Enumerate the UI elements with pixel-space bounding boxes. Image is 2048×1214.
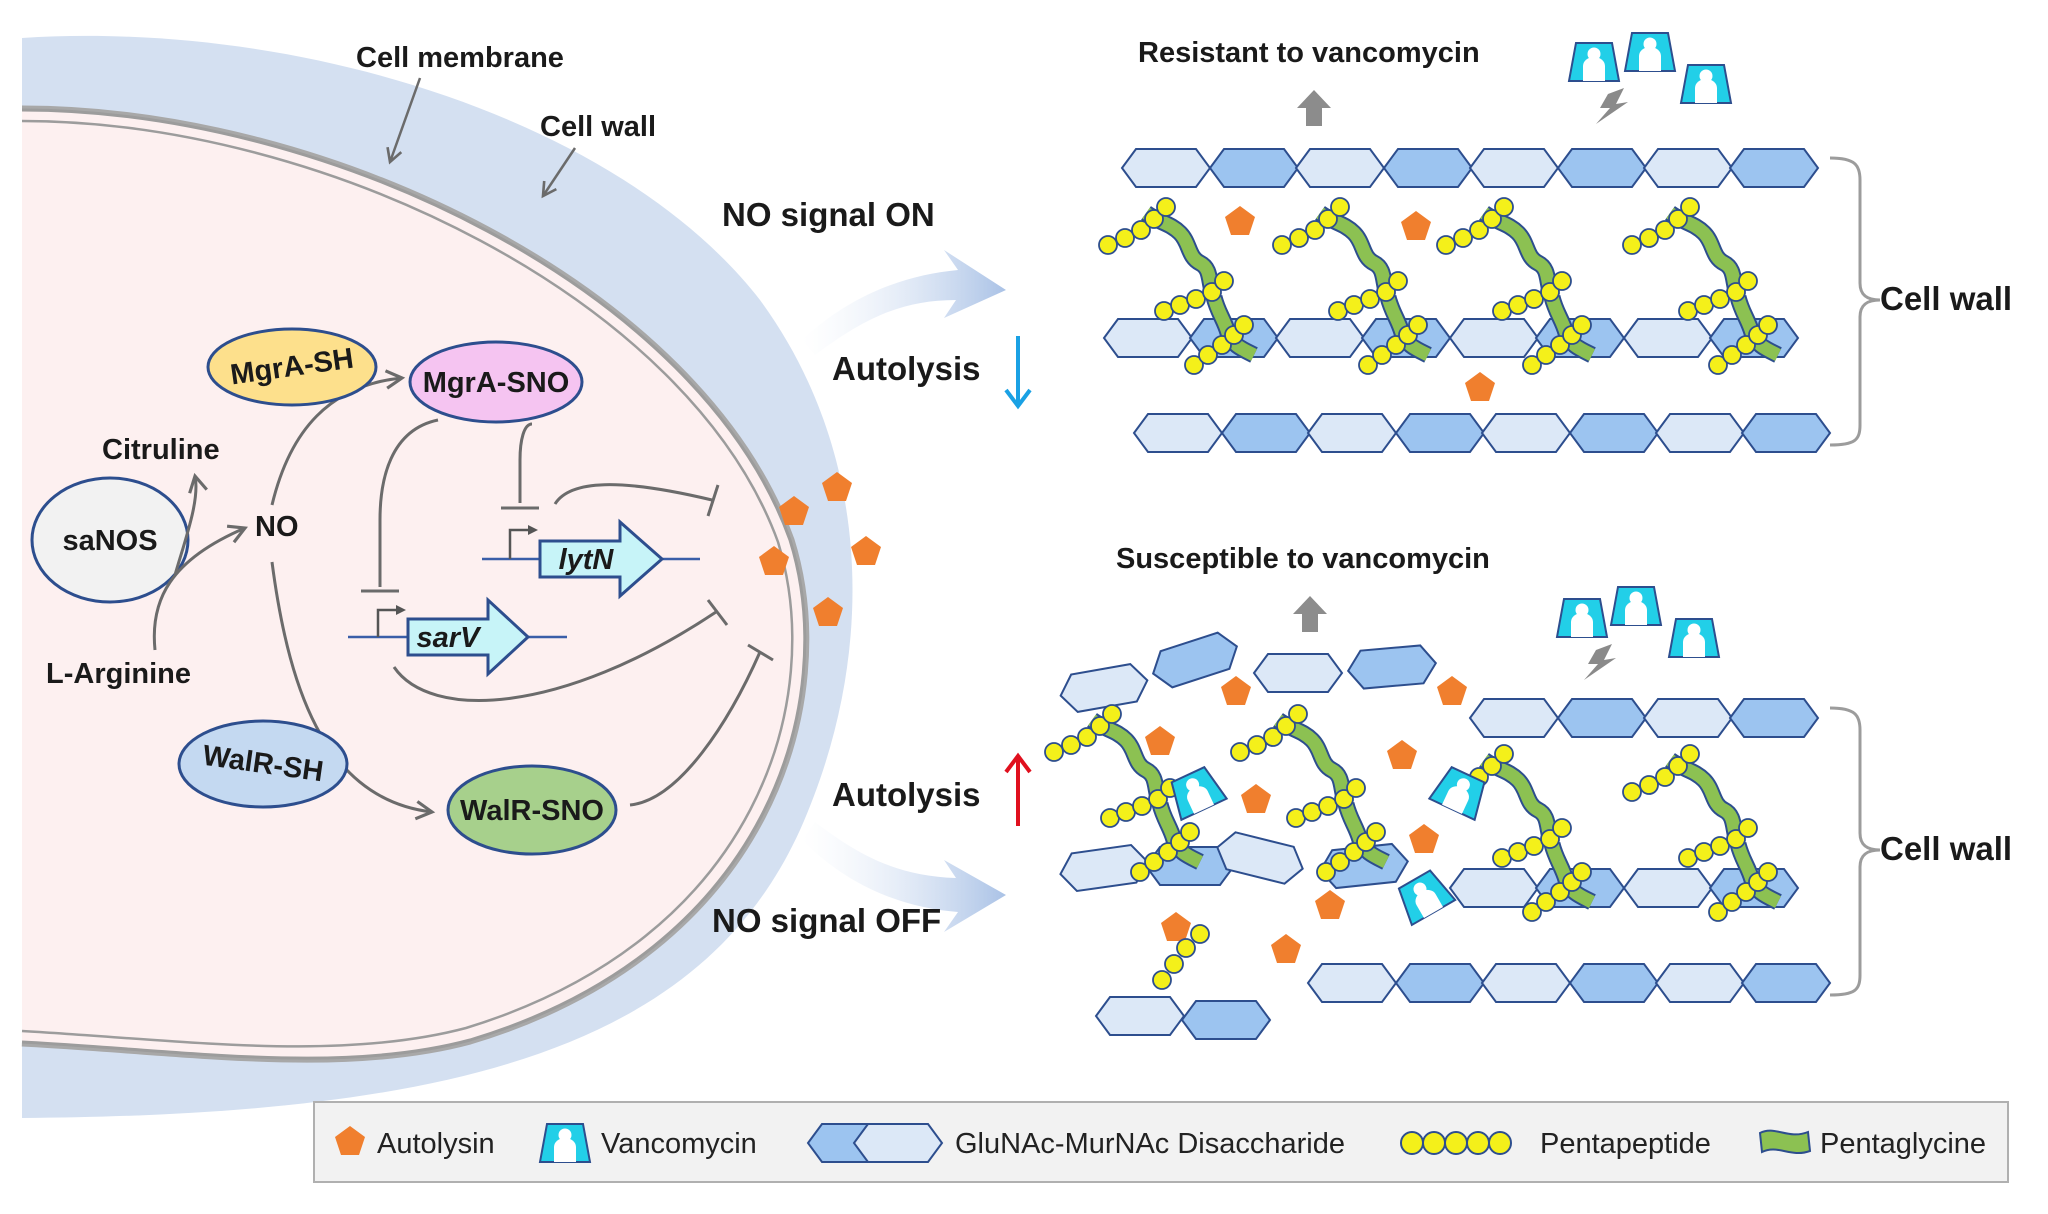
autolysis-down-label: Autolysis: [832, 350, 981, 387]
legend-pentaglycine: Pentaglycine: [1820, 1128, 1986, 1160]
glycan-strand-intact-bottom: [1307, 963, 1831, 1003]
vancomycin-molecule: [1610, 586, 1662, 626]
autolysis-up-label: Autolysis: [832, 776, 981, 813]
gray-arrow-icon: [1297, 90, 1331, 126]
walr-sno-label: WalR-SNO: [460, 795, 604, 827]
cell-wall-label-cell: Cell wall: [540, 111, 656, 143]
vancomycin-legend-icon: [539, 1123, 591, 1163]
susceptible-panel: Susceptible to vancomycin: [1045, 543, 2012, 1040]
pentapeptide-legend-icon: [1400, 1131, 1512, 1155]
vancomycin-bound: [1391, 866, 1457, 926]
autolysin-marker: [1401, 211, 1431, 240]
autolysin-marker: [1221, 676, 1251, 705]
glycan-strand-bottom: [1133, 413, 1831, 453]
glycan-strand-intact-top: [1469, 698, 1819, 738]
lytn-label: lytN: [559, 544, 615, 576]
mgra-sno-label: MgrA-SNO: [423, 367, 570, 399]
vancomycin-molecule: [1668, 618, 1720, 658]
autolysin-marker: [1225, 206, 1255, 235]
arrow-up-icon: [1004, 752, 1032, 826]
glycan-fragment: [1345, 643, 1439, 691]
autolysin-marker: [1145, 726, 1175, 755]
cell-wall-brace-top: [1829, 156, 1881, 447]
walr-sh-node: [177, 719, 349, 809]
vancomycin-bound: [1164, 763, 1228, 821]
autolysin-marker: [1387, 740, 1417, 769]
autolysin-marker: [1409, 824, 1439, 853]
l-arginine-label: L-Arginine: [46, 658, 191, 690]
resistant-title: Resistant to vancomycin: [1138, 37, 1480, 69]
gray-arrow-icon: [1293, 596, 1327, 632]
sanos-node: [30, 476, 190, 604]
glycan-fragment: [1056, 660, 1152, 716]
glycan-fragment: [1095, 996, 1185, 1036]
vancomycin-molecule: [1624, 32, 1676, 72]
vancomycin-molecule: [1568, 42, 1620, 82]
legend: Autolysin Vancomycin GluNAc-MurNAc Disac…: [313, 1101, 2009, 1183]
glycan-fragment: [1253, 653, 1343, 693]
autolysin-marker: [1271, 934, 1301, 963]
walr-sno-node: [446, 764, 618, 856]
vancomycin-molecule: [1556, 598, 1608, 638]
autolysin-marker: [1465, 372, 1495, 401]
legend-vancomycin: Vancomycin: [601, 1128, 757, 1160]
autolysin-marker: [1241, 784, 1271, 813]
susceptible-title: Susceptible to vancomycin: [1116, 543, 1490, 575]
cell-wall-label-bottom: Cell wall: [1880, 830, 2012, 867]
glycan-strand-top: [1121, 148, 1819, 188]
mgra-sno-node: [408, 340, 584, 424]
signal-off-arrow: [802, 822, 1006, 932]
autolysin-marker: [1161, 912, 1191, 941]
no-signal-off-label: NO signal OFF: [712, 902, 941, 939]
lytn-gene: lytN: [482, 518, 700, 600]
sarv-label: sarV: [417, 622, 483, 654]
autolysin-marker: [1315, 890, 1345, 919]
pentaglycine-legend-icon: [1758, 1129, 1812, 1154]
mgra-sh-node: [206, 327, 378, 407]
lightning-icon: [1584, 644, 1616, 680]
lightning-icon: [1596, 88, 1628, 124]
legend-autolysin: Autolysin: [377, 1128, 495, 1160]
no-label: NO: [255, 511, 299, 543]
cell-wall-label-top: Cell wall: [1880, 280, 2012, 317]
cell-wall-brace-bottom: [1829, 706, 1881, 997]
sanos-label: saNOS: [62, 525, 157, 557]
disaccharide-legend-icon: [853, 1123, 943, 1163]
vancomycin-molecule: [1680, 64, 1732, 104]
autolysin-marker: [851, 536, 881, 565]
legend-pentapeptide: Pentapeptide: [1540, 1128, 1711, 1160]
cell-membrane-label: Cell membrane: [356, 42, 564, 74]
resistant-panel: Resistant to vancomycin Cell wall: [1099, 32, 2012, 453]
glycan-fragment: [1181, 1000, 1271, 1040]
signal-on-arrow: [802, 250, 1006, 355]
no-signal-on-label: NO signal ON: [722, 196, 935, 233]
glycan-fragment: [1211, 827, 1309, 889]
sarv-gene: sarV: [348, 596, 567, 678]
loose-pentapeptide: [1152, 924, 1210, 990]
arrow-down-icon: [1004, 336, 1032, 410]
autolysin-marker: [1437, 676, 1467, 705]
legend-box: [313, 1101, 2009, 1183]
legend-disaccharide: GluNAc-MurNAc Disaccharide: [955, 1128, 1345, 1160]
citruline-label: Citruline: [102, 434, 220, 466]
